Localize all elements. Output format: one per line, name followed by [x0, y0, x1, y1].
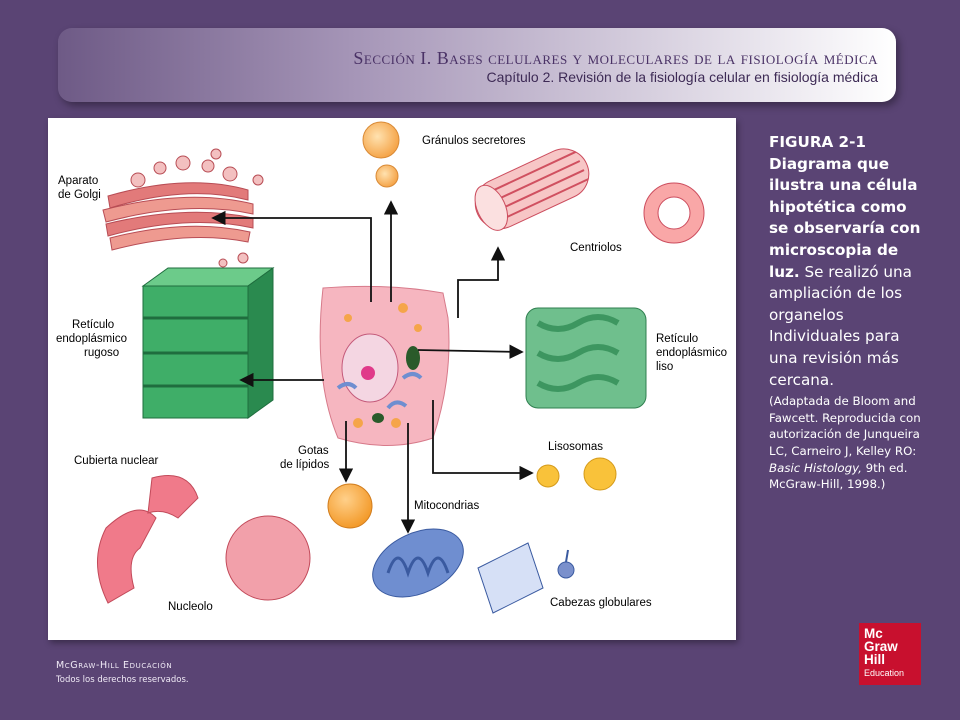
- rough-er-drawing: [141, 267, 275, 419]
- caption-reference: (Adaptada de Bloom and Fawcett. Reproduc…: [769, 393, 925, 493]
- nucleolus-drawing: [225, 515, 311, 601]
- section-title: Sección I. Bases celulares y moleculares…: [353, 48, 878, 68]
- caption-ref-a: (Adaptada de Bloom and Fawcett. Reproduc…: [769, 394, 921, 458]
- footer-brand: McGraw-Hill Educación: [56, 660, 173, 671]
- caption-bold-text: Diagrama que ilustra una célula hipotéti…: [769, 154, 921, 281]
- label-ser-1: Retículo: [656, 333, 699, 345]
- caption-text: Se realizó una ampliación de los organel…: [769, 262, 912, 389]
- logo-line-2: Graw: [864, 639, 898, 654]
- smooth-er-drawing: [525, 307, 647, 409]
- chapter-title: Capítulo 2. Revisión de la fisiología ce…: [486, 69, 878, 85]
- label-rer-2: endoplásmico: [56, 333, 127, 345]
- label-rer-1: Retículo: [72, 319, 115, 331]
- logo-line-1: Mc: [864, 626, 883, 641]
- mcgraw-hill-logo: Mc Graw Hill Education: [859, 623, 921, 685]
- label-secretory-granules: Gránulos secretores: [422, 135, 526, 147]
- pointer-arrows: [211, 200, 534, 534]
- globular-heads-drawing: [477, 542, 575, 614]
- label-golgi-1: Aparato: [58, 175, 99, 187]
- label-lipids-1: Gotas: [298, 445, 329, 457]
- label-lipids-2: de lípidos: [280, 459, 330, 471]
- header-bar: [58, 28, 896, 102]
- mitochondria-drawing: [372, 528, 464, 598]
- footer-rights: Todos los derechos reservados.: [56, 675, 189, 685]
- central-cell-drawing: [319, 285, 450, 446]
- label-centrioles: Centriolos: [570, 242, 622, 254]
- label-nuclear-envelope: Cubierta nuclear: [74, 455, 159, 467]
- label-globular-heads: Cabezas globulares: [550, 597, 652, 609]
- nuclear-envelope-drawing: [97, 475, 199, 604]
- label-lysosomes: Lisosomas: [548, 441, 603, 453]
- golgi-apparatus-drawing: [102, 148, 264, 268]
- label-ser-2: endoplásmico: [656, 347, 727, 359]
- caption-ref-b: 9th ed. McGraw-Hill, 1998.): [769, 460, 908, 492]
- caption-figure-id: FIGURA 2-1: [769, 133, 866, 151]
- label-golgi-2: de Golgi: [58, 189, 101, 201]
- centrioles-drawing: [474, 148, 705, 244]
- label-ser-3: liso: [656, 361, 674, 373]
- lysosomes-drawing: [536, 457, 617, 491]
- figure-panel: Aparato de Golgi Gránulos secretores Cen…: [48, 118, 736, 640]
- cell-diagram: [97, 121, 705, 614]
- caption-ref-book: Basic Histology,: [769, 460, 862, 475]
- label-mitochondria: Mitocondrias: [414, 500, 480, 512]
- label-rer-3: rugoso: [84, 347, 120, 359]
- secretory-granules-drawing: [362, 121, 400, 188]
- label-nucleolus: Nucleolo: [168, 601, 213, 613]
- logo-line-3: Hill: [864, 652, 886, 667]
- figure-caption: FIGURA 2-1 Diagrama que ilustra una célu…: [769, 132, 925, 493]
- lipid-droplet-drawing: [327, 483, 373, 529]
- logo-line-4: Education: [864, 668, 905, 678]
